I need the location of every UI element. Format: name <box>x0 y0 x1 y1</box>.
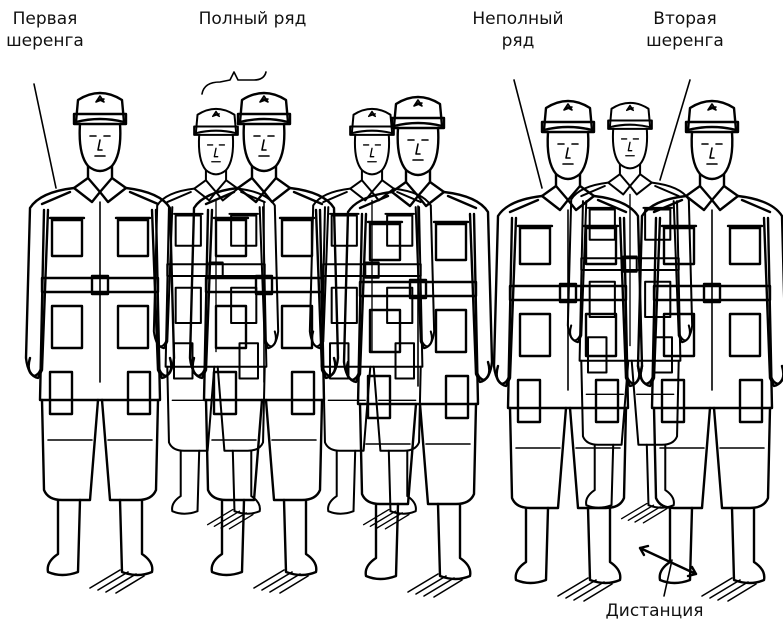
distance-arrow <box>640 546 696 576</box>
pointer-partial-file <box>514 80 542 188</box>
soldier-first-rank-2 <box>190 93 338 593</box>
pointer-first-rank <box>34 84 56 188</box>
soldier-first-rank-4 <box>494 101 642 601</box>
brace-full-file <box>202 72 266 94</box>
soldier-first-rank-5 <box>638 101 783 601</box>
soldier-first-rank-1 <box>26 93 174 593</box>
soldier-second-rank-2 <box>310 109 434 529</box>
